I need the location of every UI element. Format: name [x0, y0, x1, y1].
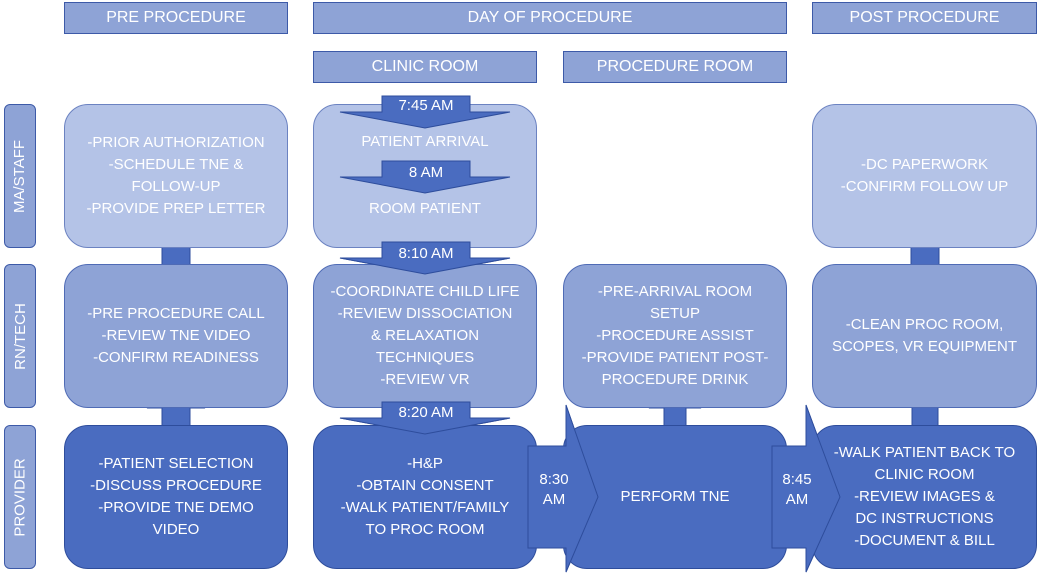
rn-clinic-line: -REVIEW VR	[380, 371, 470, 388]
time-label-845: 8:45 AM	[772, 470, 822, 510]
provider-proc-box: PERFORM TNE	[563, 425, 787, 569]
rn-clinic-box: -COORDINATE CHILD LIFE -REVIEW DISSOCIAT…	[313, 264, 537, 408]
phase-header-post: POST PROCEDURE	[812, 2, 1037, 34]
provider-post-line: -WALK PATIENT BACK TO	[833, 444, 1016, 461]
rn-clinic-line: TECHNIQUES	[375, 349, 475, 366]
staff-pre-line: FOLLOW-UP	[131, 178, 221, 195]
rn-proc-line: PROCEDURE DRINK	[601, 371, 749, 388]
rn-post-line: -CLEAN PROC ROOM,	[845, 316, 1004, 333]
staff-pre-line: -PROVIDE PREP LETTER	[86, 200, 266, 217]
rn-proc-box: -PRE-ARRIVAL ROOM SETUP -PROCEDURE ASSIS…	[563, 264, 787, 408]
time-845-line: AM	[785, 491, 809, 508]
role-label-staff: MA/STAFF	[4, 104, 36, 248]
rn-pre-line: -CONFIRM READINESS	[93, 349, 259, 366]
rn-post-box: -CLEAN PROC ROOM, SCOPES, VR EQUIPMENT	[812, 264, 1037, 408]
provider-pre-line: -PROVIDE TNE DEMO	[98, 499, 254, 516]
provider-pre-line: VIDEO	[152, 521, 200, 538]
provider-pre-line: -DISCUSS PROCEDURE	[90, 477, 262, 494]
provider-proc-line: PERFORM TNE	[620, 488, 730, 505]
time-845-line: 8:45	[782, 471, 812, 488]
time-830-line: AM	[542, 491, 566, 508]
rn-clinic-line: -COORDINATE CHILD LIFE	[330, 283, 520, 300]
staff-post-line: -DC PAPERWORK	[861, 156, 988, 173]
room-patient-label: ROOM PATIENT	[369, 200, 481, 217]
provider-post-line: -REVIEW IMAGES &	[854, 488, 995, 505]
provider-clinic-box: -H&P -OBTAIN CONSENT -WALK PATIENT/FAMIL…	[313, 425, 537, 569]
provider-clinic-line: -WALK PATIENT/FAMILY	[340, 499, 510, 516]
staff-post-box: -DC PAPERWORK -CONFIRM FOLLOW UP	[812, 104, 1037, 248]
time-label-800: 8 AM	[408, 164, 444, 181]
staff-pre-line: -SCHEDULE TNE &	[108, 156, 244, 173]
rn-proc-line: SETUP	[649, 305, 700, 322]
provider-post-line: CLINIC ROOM	[874, 466, 975, 483]
staff-post-line: -CONFIRM FOLLOW UP	[840, 178, 1009, 195]
location-header-clinic: CLINIC ROOM	[313, 51, 537, 83]
role-label-rn: RN/TECH	[4, 264, 36, 408]
provider-clinic-line: -H&P	[407, 455, 443, 472]
staff-pre-box: -PRIOR AUTHORIZATION -SCHEDULE TNE & FOL…	[64, 104, 288, 248]
rn-clinic-line: -REVIEW DISSOCIATION	[337, 305, 513, 322]
rn-proc-line: -PROCEDURE ASSIST	[596, 327, 754, 344]
rn-pre-line: -PRE PROCEDURE CALL	[87, 305, 265, 322]
time-label-830: 8:30 AM	[528, 470, 580, 510]
provider-clinic-line: TO PROC ROOM	[365, 521, 485, 538]
time-label-810: 8:10 AM	[398, 245, 454, 262]
provider-post-line: -DOCUMENT & BILL	[854, 532, 995, 549]
connector-post-rn-provider	[911, 403, 939, 429]
rn-pre-line: -REVIEW TNE VIDEO	[101, 327, 251, 344]
phase-header-day: DAY OF PROCEDURE	[313, 2, 787, 34]
time-830-line: 8:30	[539, 471, 569, 488]
provider-pre-box: -PATIENT SELECTION -DISCUSS PROCEDURE -P…	[64, 425, 288, 569]
rn-proc-line: -PRE-ARRIVAL ROOM	[597, 283, 753, 300]
provider-post-line: DC INSTRUCTIONS	[855, 510, 994, 527]
provider-clinic-line: -OBTAIN CONSENT	[356, 477, 494, 494]
phase-header-pre: PRE PROCEDURE	[64, 2, 288, 34]
location-header-procedure: PROCEDURE ROOM	[563, 51, 787, 83]
rn-pre-box: -PRE PROCEDURE CALL -REVIEW TNE VIDEO -C…	[64, 264, 288, 408]
time-label-820: 8:20 AM	[398, 404, 454, 421]
role-label-provider: PROVIDER	[4, 425, 36, 569]
provider-post-box: -WALK PATIENT BACK TO CLINIC ROOM -REVIE…	[812, 425, 1037, 569]
staff-pre-line: -PRIOR AUTHORIZATION	[87, 134, 265, 151]
rn-clinic-line: & RELAXATION	[370, 327, 480, 344]
rn-post-line: SCOPES, VR EQUIPMENT	[831, 338, 1018, 355]
time-label-745: 7:45 AM	[398, 97, 454, 114]
provider-pre-line: -PATIENT SELECTION	[98, 455, 254, 472]
rn-proc-line: -PROVIDE PATIENT POST-	[581, 349, 769, 366]
patient-arrival-label: PATIENT ARRIVAL	[361, 133, 489, 150]
